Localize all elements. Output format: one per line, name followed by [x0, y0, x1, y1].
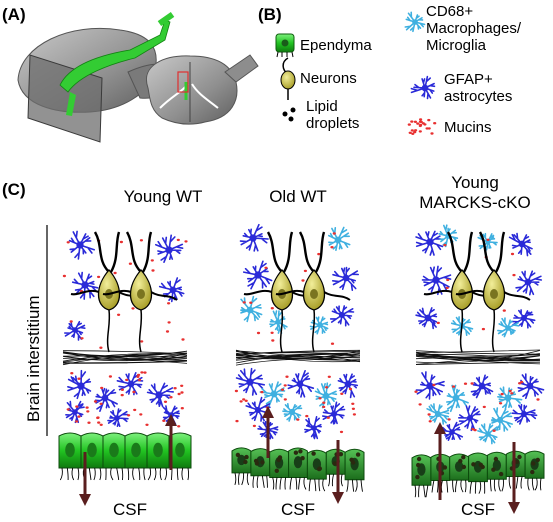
fiber-tract [415, 349, 541, 365]
legend-label-macro-3: Microglia [426, 37, 487, 54]
astrocyte-star-icon [410, 75, 436, 100]
glia-cell [240, 295, 263, 323]
microglia-legend-icon [404, 11, 426, 33]
legend: Ependyma Neurons Lipid droplets CD68+ Ma… [275, 3, 522, 136]
mucin-dots-icon [407, 118, 437, 135]
glia-cell [497, 386, 523, 410]
column-title-young-wt: Young WT [124, 187, 203, 206]
axis-label-brain-interstitium: Brain interstitium [24, 295, 43, 422]
glia-cell [332, 266, 359, 291]
glia-cell [426, 403, 450, 425]
column-title-cko-2: MARCKS-cKO [419, 193, 530, 212]
glia-cell [309, 316, 329, 335]
legend-label-neurons: Neurons [300, 70, 357, 87]
legend-label-macro-1: CD68+ [426, 3, 473, 20]
panel-label-a: (A) [2, 5, 26, 24]
astrocyte-legend-icon [410, 75, 436, 100]
legend-label-lipid-2: droplets [306, 115, 359, 132]
glia-cell [282, 403, 303, 422]
legend-label-macro-2: Macrophages/ [426, 20, 522, 37]
microglia-star-icon [404, 11, 426, 33]
fiber-tract [62, 350, 188, 366]
glia-cell [329, 305, 355, 327]
glia-cell [243, 260, 273, 290]
glia-cell [259, 381, 286, 407]
mucin-legend-icon [407, 118, 437, 135]
panel-label-c: (C) [2, 180, 26, 199]
legend-label-ependyma: Ependyma [300, 37, 372, 54]
glia-cell [517, 373, 545, 400]
legend-label-mucins: Mucins [444, 119, 492, 136]
glia-cell [438, 224, 459, 248]
glia-cell [107, 408, 129, 427]
legend-label-lipid-1: Lipid [306, 98, 338, 115]
glia-cell [314, 382, 338, 409]
mucin-cluster [66, 371, 184, 428]
glia-cell [470, 374, 494, 399]
panel-label-b: (B) [258, 5, 282, 24]
brain-sagittal-illustration [17, 11, 179, 143]
scene-young-marcks-cko [411, 224, 545, 514]
glia-cell [477, 423, 499, 445]
mucin-cluster [242, 232, 336, 345]
ependyma-legend-icon [275, 33, 295, 58]
glia-cell [322, 401, 346, 425]
glia-cell [239, 223, 269, 252]
glia-cell [269, 310, 288, 334]
neuron [102, 231, 178, 353]
neuron [275, 231, 351, 353]
glia-cell [155, 234, 184, 263]
glia-cell [245, 396, 271, 422]
glia-cell [64, 320, 86, 341]
legend-label-gfap-2: astrocytes [444, 88, 512, 105]
glia-cell [146, 382, 174, 407]
glia-cell [158, 277, 185, 303]
brain-coronal-illustration [146, 54, 259, 125]
glia-cell [458, 405, 481, 432]
glia-cell [415, 230, 444, 256]
mucin-cluster [414, 380, 540, 432]
glia-cell [446, 384, 469, 413]
glia-cell [287, 370, 315, 398]
column-title-cko-1: Young [451, 173, 499, 192]
glia-cell [304, 416, 322, 440]
mucin-cluster [436, 238, 516, 331]
glia-cell [67, 369, 92, 400]
neuron [455, 231, 531, 353]
mucin-cluster [234, 375, 356, 434]
scene-young-wt [58, 230, 192, 506]
csf-label-old-wt: CSF [281, 500, 315, 519]
glia-cell [65, 400, 85, 424]
glia-cell [440, 421, 464, 441]
glia-cell [415, 371, 445, 400]
mucin-cluster [62, 238, 188, 349]
lipid-droplet-legend-icon [282, 107, 296, 122]
glia-cell [511, 309, 536, 329]
scene-old-wt [231, 223, 365, 504]
glia-cell [491, 407, 513, 432]
ependymal-layer [231, 447, 365, 492]
column-title-old-wt: Old WT [269, 187, 327, 206]
glia-cell [450, 316, 474, 336]
glia-cell [511, 403, 538, 425]
glia-cell [71, 271, 99, 300]
glia-cell [508, 232, 533, 257]
glia-cell [415, 307, 438, 330]
csf-label-young-wt: CSF [113, 500, 147, 519]
csf-label-cko: CSF [461, 500, 495, 519]
glia-cell [337, 373, 359, 399]
fiber-tract [235, 349, 361, 366]
neuron-legend-icon [280, 57, 296, 100]
legend-label-gfap-1: GFAP+ [444, 71, 493, 88]
glia-cell [94, 387, 118, 412]
glia-cell [515, 270, 543, 296]
ependymal-layer [411, 450, 545, 498]
glia-cell [497, 317, 520, 338]
glia-cell [68, 230, 95, 260]
glia-cell [235, 367, 265, 396]
